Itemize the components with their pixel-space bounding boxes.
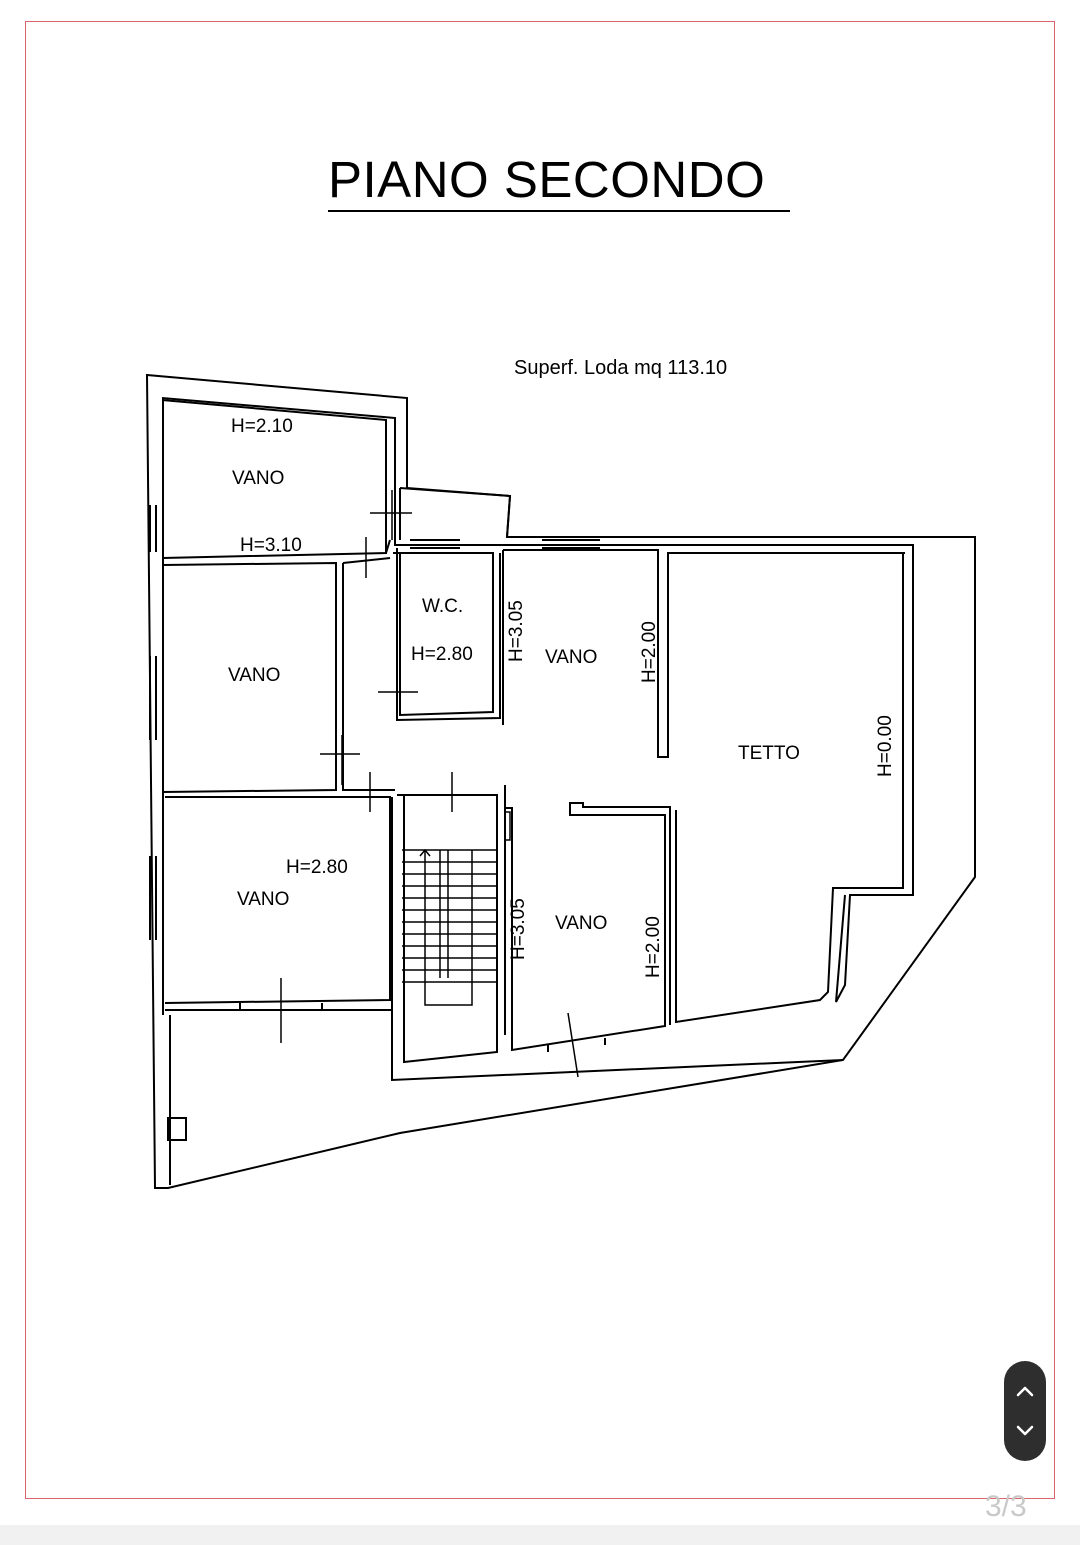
page-indicator: 3/3 <box>985 1490 1027 1523</box>
label-vano-2: VANO <box>228 665 280 686</box>
room-vano-5 <box>505 802 671 1052</box>
stair-well <box>397 794 498 1064</box>
label-h-2-10: H=2.10 <box>231 416 293 437</box>
stair-steps <box>402 848 497 1006</box>
chevron-down-icon <box>1016 1425 1034 1436</box>
page-border <box>25 21 1055 1499</box>
room-tetto <box>668 552 904 1024</box>
room-vano-1 <box>161 399 387 559</box>
page-up-button[interactable] <box>1012 1378 1038 1404</box>
label-h-0-00: H=0.00 <box>875 715 896 777</box>
surface-note: Superf. Loda mq 113.10 <box>514 357 728 379</box>
page-title: PIANO SECONDO <box>328 150 790 212</box>
label-h-2-00-lower: H=2.00 <box>643 916 664 978</box>
door-symbols <box>280 490 579 1078</box>
label-h-3-05-lower: H=3.05 <box>508 898 529 960</box>
page-nav-control <box>1004 1361 1046 1461</box>
chevron-up-icon <box>1016 1386 1034 1397</box>
label-h-2-00-upper: H=2.00 <box>639 621 660 683</box>
label-vano-3: VANO <box>545 647 597 668</box>
room-wc <box>393 552 494 717</box>
label-h-3-10: H=3.10 <box>240 535 302 556</box>
label-vano-4: VANO <box>237 889 289 910</box>
inner-wall <box>161 397 914 1003</box>
label-h-2-80-lower: H=2.80 <box>286 857 348 878</box>
label-tetto: TETTO <box>738 743 800 764</box>
label-vano-1: VANO <box>232 468 284 489</box>
label-wc: W.C. <box>422 596 463 617</box>
label-vano-5: VANO <box>555 913 607 934</box>
label-h-3-05-upper: H=3.05 <box>506 600 527 662</box>
outer-wall <box>145 373 976 1189</box>
label-h-2-80-wc: H=2.80 <box>411 644 473 665</box>
room-vano-2 <box>162 561 337 793</box>
page-down-button[interactable] <box>1012 1418 1038 1444</box>
room-vano-4 <box>164 796 391 1004</box>
